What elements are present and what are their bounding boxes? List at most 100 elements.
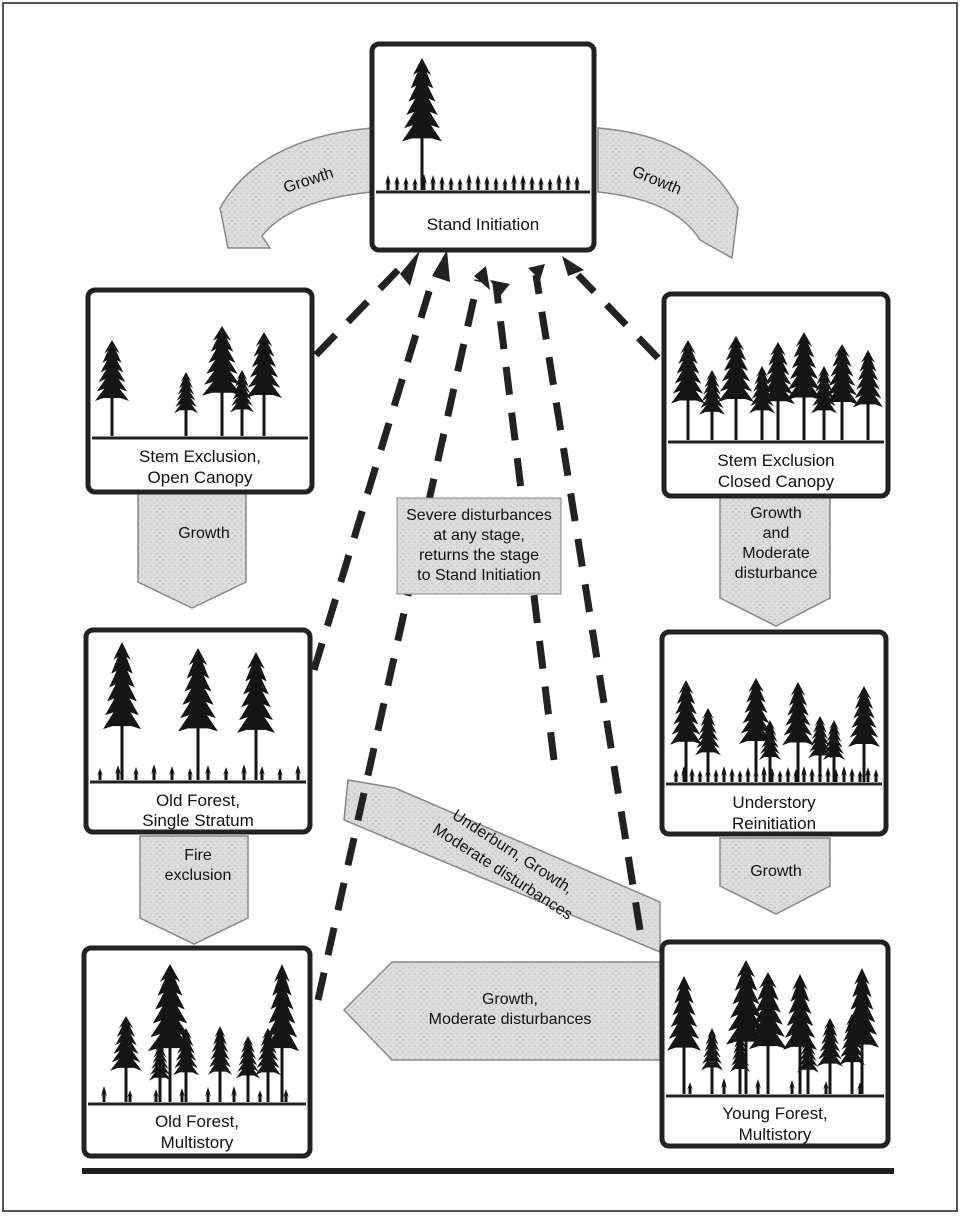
conifer-icon <box>832 769 840 782</box>
conifer-icon <box>411 178 419 190</box>
conifer-icon <box>776 770 784 782</box>
conifer-icon <box>699 370 725 440</box>
trees-old-forest-single <box>96 642 302 780</box>
conifer-icon <box>384 175 392 190</box>
conifer-icon <box>148 964 192 1102</box>
note-line-2: at any stage, <box>433 527 525 544</box>
conifer-icon <box>173 1028 199 1102</box>
conifer-icon <box>420 174 428 190</box>
conifer-icon <box>126 1090 134 1102</box>
conifer-icon <box>788 1080 796 1094</box>
conifer-icon <box>701 1028 723 1094</box>
conifer-icon <box>240 764 248 780</box>
conifer-icon <box>856 1082 864 1094</box>
conifer-icon <box>483 176 491 190</box>
arrowheads <box>400 250 584 296</box>
conifer-icon <box>276 768 284 780</box>
arrow-right-growth <box>719 837 831 915</box>
conifer-icon <box>768 768 776 782</box>
ur-line-1: Understory <box>732 793 816 812</box>
bottom-arrow-line-1: Growth, <box>482 991 538 1008</box>
conifer-icon <box>564 175 572 190</box>
sec-line-2: Closed Canopy <box>718 472 835 491</box>
note-line-4: to Stand Initiation <box>417 567 541 584</box>
severe-disturbance-note <box>396 497 562 595</box>
conifer-icon <box>712 769 720 782</box>
trees-stem-exclusion-closed <box>671 332 883 440</box>
conifer-icon <box>96 768 104 780</box>
conifer-icon <box>864 767 872 782</box>
conifer-icon <box>114 765 122 780</box>
stage-old-forest-single: Old Forest, Single Stratum <box>83 627 313 835</box>
conifer-icon <box>246 332 282 436</box>
conifer-icon <box>236 1036 260 1102</box>
conifer-icon <box>792 769 800 782</box>
conifer-icon <box>265 964 299 1102</box>
conifer-icon <box>754 1079 762 1094</box>
conifer-icon <box>282 1089 290 1102</box>
conifer-icon <box>510 174 518 190</box>
dashed-line-old-multi <box>314 279 482 1001</box>
stage-old-forest-multi: Old Forest, Multistory <box>81 945 313 1159</box>
conifer-icon <box>230 370 254 436</box>
conifer-icon <box>110 1016 142 1102</box>
right-gm-line-3: Moderate <box>742 545 810 562</box>
conifer-icon <box>856 770 864 782</box>
right-gm-line-1: Growth <box>750 505 802 522</box>
conifer-icon <box>402 58 442 190</box>
conifer-icon <box>256 1090 264 1102</box>
conifer-icon <box>736 770 744 782</box>
note-line-3: returns the stage <box>419 547 539 564</box>
conifer-icon <box>667 976 701 1094</box>
conifer-icon <box>786 332 822 440</box>
conifer-icon <box>704 767 712 782</box>
conifer-icon <box>519 175 527 190</box>
conifer-icon <box>255 1028 281 1102</box>
conifer-icon <box>438 176 446 190</box>
conifer-icon <box>822 1081 830 1094</box>
trees-young-forest-multi <box>667 960 879 1094</box>
seo-line-1: Stem Exclusion, <box>139 447 261 466</box>
conifer-icon <box>208 1026 232 1102</box>
conifer-icon <box>237 652 275 780</box>
dashed-line-single <box>310 273 438 672</box>
conifer-icon <box>204 765 212 780</box>
bottom-arrow-line-2: Moderate disturbances <box>429 1011 592 1028</box>
conifer-icon <box>537 177 545 190</box>
trees-stand-initiation <box>384 58 581 190</box>
yfm-line-2: Multistory <box>739 1125 812 1144</box>
conifer-icon <box>720 766 728 782</box>
conifer-icon <box>808 768 816 782</box>
conifer-icon <box>670 680 702 782</box>
conifer-icon <box>294 765 302 780</box>
note-line-1: Severe disturbances <box>406 507 552 524</box>
conifer-icon <box>720 1078 728 1094</box>
left-growth-label: Growth <box>178 525 230 542</box>
conifer-icon <box>447 177 455 190</box>
conifer-icon <box>752 769 760 782</box>
fire-exclusion-line-1: Fire <box>184 847 212 864</box>
stage-stem-exclusion-open: Stem Exclusion, Open Canopy <box>85 287 315 495</box>
conifer-icon <box>528 176 536 190</box>
arrow-fire-exclusion <box>139 835 249 945</box>
right-growth-label: Growth <box>750 863 802 880</box>
conifer-icon <box>782 682 814 782</box>
conifer-icon <box>848 768 856 782</box>
seo-line-2: Open Canopy <box>148 468 253 487</box>
ur-line-2: Reinitiation <box>732 814 816 833</box>
conifer-icon <box>749 972 787 1094</box>
conifer-icon <box>783 974 817 1094</box>
conifer-icon <box>402 177 410 190</box>
conifer-icon <box>230 1086 238 1102</box>
conifer-icon <box>696 770 704 782</box>
conifer-icon <box>152 1089 160 1102</box>
conifer-icon <box>555 174 563 190</box>
conifer-icon <box>258 766 266 780</box>
conifer-icon <box>816 770 824 782</box>
conifer-icon <box>501 178 509 190</box>
conifer-icon <box>202 326 242 436</box>
conifer-icon <box>95 340 129 436</box>
arrow-left-growth <box>137 491 247 609</box>
dashed-line-open <box>313 267 401 358</box>
